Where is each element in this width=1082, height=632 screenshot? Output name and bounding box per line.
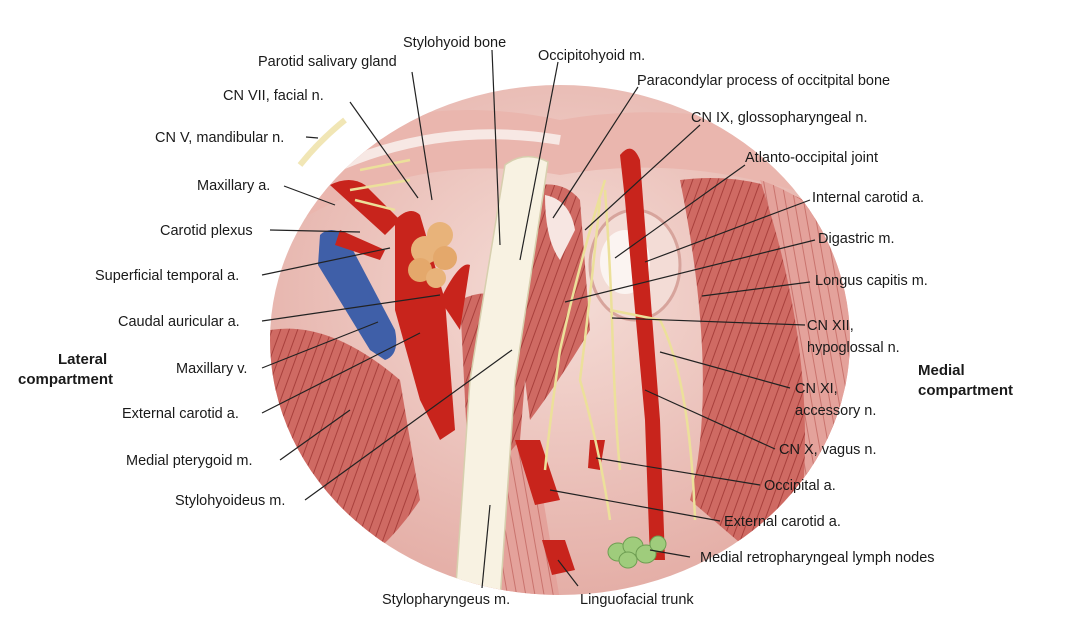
label-external-carotid-right: External carotid a. bbox=[724, 514, 841, 530]
label-digastric: Digastric m. bbox=[818, 231, 895, 247]
label-maxillary-a: Maxillary a. bbox=[197, 178, 270, 194]
label-stylopharyngeus: Stylopharyngeus m. bbox=[382, 592, 510, 608]
caudal-auricular-artery bbox=[440, 264, 470, 330]
leader-lines bbox=[261, 49, 816, 589]
label-cn-v: CN V, mandibular n. bbox=[155, 130, 284, 146]
label-cn-vii: CN VII, facial n. bbox=[223, 88, 324, 104]
label-cn-ix: CN IX, glossopharyngeal n. bbox=[691, 110, 868, 126]
label-lymph-nodes: Medial retropharyngeal lymph nodes bbox=[700, 550, 935, 566]
skull-highlight bbox=[327, 129, 561, 175]
label-lateral-line1: Lateral bbox=[58, 351, 107, 368]
label-carotid-plexus: Carotid plexus bbox=[160, 223, 253, 239]
label-longus-capitis: Longus capitis m. bbox=[815, 273, 928, 289]
label-medial-line1: Medial bbox=[918, 362, 965, 379]
label-cn-xii-line1: CN XII, bbox=[807, 318, 854, 334]
medial-retropharyngeal-lymph-nodes bbox=[607, 535, 667, 569]
linguofacial-trunk bbox=[542, 540, 575, 575]
internal-carotid-artery bbox=[620, 148, 665, 561]
dissection-view bbox=[270, 85, 850, 595]
maxillary-vein bbox=[318, 230, 397, 360]
label-linguofacial: Linguofacial trunk bbox=[580, 592, 694, 608]
label-cn-x: CN X, vagus n. bbox=[779, 442, 877, 458]
label-medial-line2: compartment bbox=[918, 382, 1013, 399]
label-occipitohyoid: Occipitohyoid m. bbox=[538, 48, 645, 64]
label-internal-carotid: Internal carotid a. bbox=[812, 190, 924, 206]
superficial-temporal-artery bbox=[335, 230, 385, 260]
label-medial-pterygoid: Medial pterygoid m. bbox=[126, 453, 253, 469]
occipitohyoid-tendon bbox=[545, 195, 575, 260]
label-maxillary-v: Maxillary v. bbox=[176, 361, 247, 377]
label-atlanto-occipital: Atlanto-occipital joint bbox=[745, 150, 878, 166]
label-stylohyoid-bone: Stylohyoid bone bbox=[403, 35, 506, 51]
parotid-gland bbox=[408, 222, 457, 288]
label-cn-xi-line1: CN XI, bbox=[795, 381, 838, 397]
label-paracondylar: Paracondylar process of occitpital bone bbox=[637, 73, 890, 89]
label-stylohyoideus: Stylohyoideus m. bbox=[175, 493, 285, 509]
maxillary-artery bbox=[330, 180, 400, 235]
label-cn-xi-line2: accessory n. bbox=[795, 403, 876, 419]
external-carotid-artery-right bbox=[515, 440, 560, 505]
label-parotid-gland: Parotid salivary gland bbox=[258, 54, 397, 70]
label-superficial-temporal: Superficial temporal a. bbox=[95, 268, 239, 284]
label-occipital-a: Occipital a. bbox=[764, 478, 836, 494]
label-lateral-line2: compartment bbox=[18, 371, 113, 388]
label-caudal-auricular: Caudal auricular a. bbox=[118, 314, 240, 330]
mandibular-nerve bbox=[297, 117, 347, 167]
label-cn-xii-line2: hypoglossal n. bbox=[807, 340, 900, 356]
label-external-carotid-left: External carotid a. bbox=[122, 406, 239, 422]
